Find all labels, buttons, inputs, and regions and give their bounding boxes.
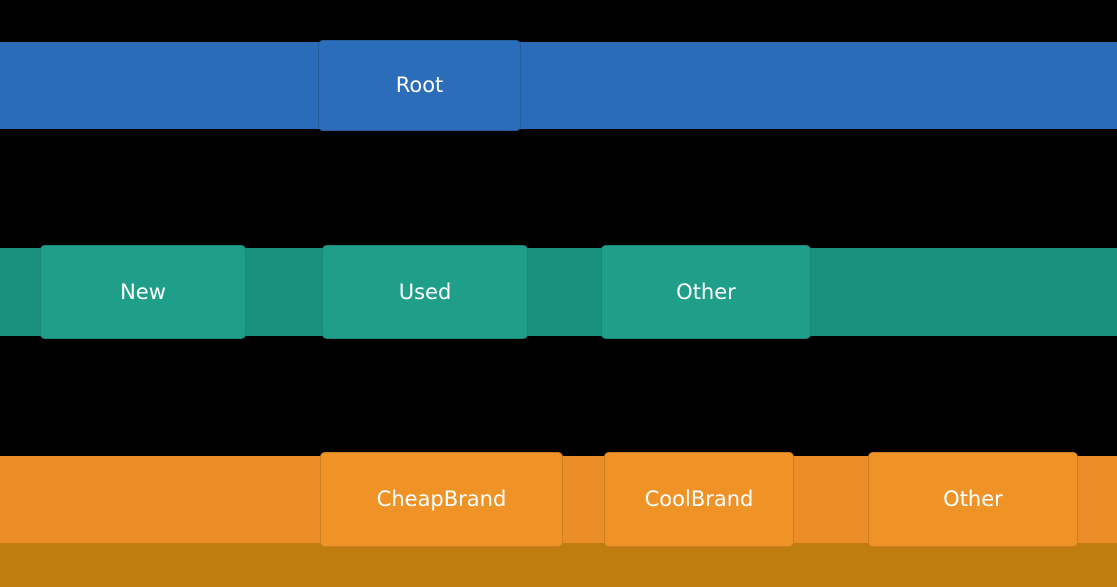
node-cheapbrand-label: CheapBrand	[376, 487, 507, 511]
node-root-label: Root	[395, 73, 444, 97]
node-other-level1-label: Other	[676, 279, 736, 304]
level-3-strip	[0, 543, 1117, 587]
node-other-level2-label: Other	[943, 487, 1003, 511]
node-cheapbrand[interactable]: CheapBrand	[320, 452, 563, 547]
node-coolbrand-label: CoolBrand	[644, 487, 754, 511]
node-other-level2[interactable]: Other	[868, 452, 1078, 547]
level-0-band	[0, 42, 1117, 129]
node-used-label: Used	[398, 279, 452, 304]
node-used[interactable]: Used	[322, 245, 528, 339]
node-coolbrand[interactable]: CoolBrand	[604, 452, 794, 547]
node-new-label: New	[120, 279, 166, 304]
node-root[interactable]: Root	[318, 40, 521, 131]
node-other-level1[interactable]: Other	[601, 245, 811, 339]
node-new[interactable]: New	[40, 245, 246, 339]
